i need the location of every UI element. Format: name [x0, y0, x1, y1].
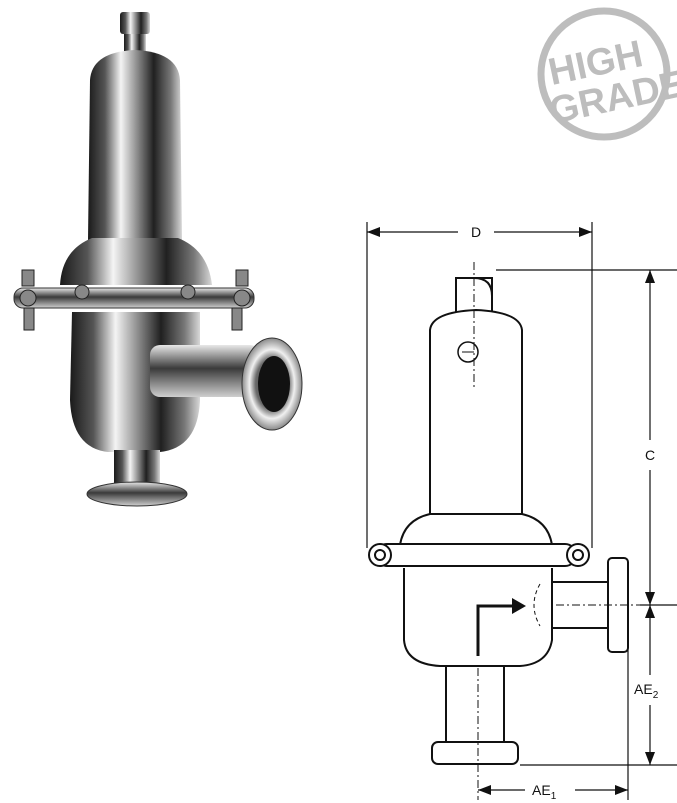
high-grade-badge: HIGH GRADE — [537, 7, 677, 141]
valve-outlet-bore — [258, 356, 290, 412]
dim-d-label: D — [471, 224, 481, 240]
valve-bonnet — [88, 50, 182, 240]
drawing-inlet-flange — [431, 741, 519, 765]
valve-bolts — [19, 269, 251, 331]
valve-bonnet-skirt — [60, 238, 212, 285]
valve-drawing — [368, 262, 660, 800]
drawing-inlet-pipe — [445, 666, 505, 710]
badge-ring — [537, 7, 671, 141]
dim-ae1-sub: 1 — [551, 791, 557, 802]
flow-arrow — [476, 604, 512, 656]
dim-ae2-label: AE2 — [634, 681, 659, 701]
drawing-adjust-screw — [457, 341, 479, 363]
drawing-bolt-left — [368, 543, 392, 567]
dimension-lines — [366, 222, 677, 800]
drawing-bonnet — [429, 308, 523, 516]
valve-inlet-flange — [86, 481, 188, 507]
dim-ae2-base: AE — [634, 681, 653, 697]
valve-top-cap — [120, 12, 150, 34]
drawing-flange-ring — [375, 543, 577, 567]
drawing-bolt-right — [566, 543, 590, 567]
valve-outlet-pipe — [150, 345, 260, 397]
dim-ae1-label: AE1 — [532, 782, 557, 802]
valve-photo — [13, 12, 303, 507]
dim-ae2-sub: 2 — [653, 690, 659, 701]
valve-flange-ring — [13, 287, 255, 309]
dim-c-label: C — [645, 447, 655, 463]
drawing-bonnet-skirt — [399, 513, 553, 546]
drawing-outlet-pipe — [552, 581, 612, 629]
dim-ae1-base: AE — [532, 782, 551, 798]
